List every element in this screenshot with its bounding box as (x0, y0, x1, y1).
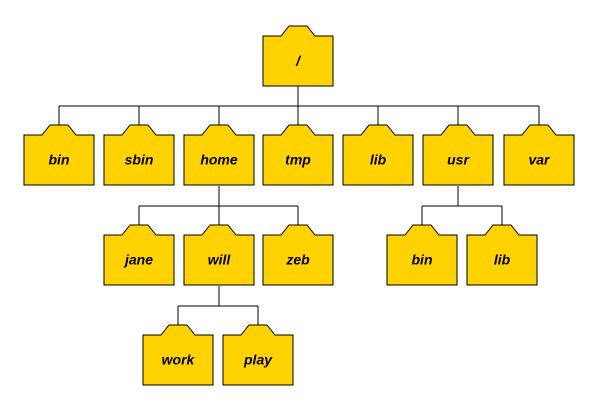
folder-icon (262, 25, 334, 87)
folder-icon (103, 224, 175, 286)
folder-label-usr: usr (447, 152, 470, 168)
folder-label-bin: bin (49, 152, 70, 168)
folder-zeb[interactable]: zeb (262, 224, 334, 286)
folder-label-work: work (162, 352, 196, 368)
folder-label-zeb: zeb (285, 252, 310, 268)
folder-bin[interactable]: bin (23, 124, 95, 186)
folder-icon (503, 124, 575, 186)
folder-icon (222, 324, 294, 386)
folder-label-tmp: tmp (285, 152, 311, 168)
folder-jane[interactable]: jane (103, 224, 175, 286)
folder-icon (342, 124, 414, 186)
folder-icon (142, 324, 214, 386)
folder-sbin[interactable]: sbin (103, 124, 175, 186)
connectors (58, 86, 540, 325)
folder-icon (183, 124, 255, 186)
folder-label-sbin: sbin (125, 152, 154, 168)
folder-var[interactable]: var (503, 124, 575, 186)
folder-root[interactable]: / (262, 25, 334, 87)
folder-usr-lib[interactable]: lib (466, 224, 538, 286)
folder-label-jane: jane (123, 252, 153, 268)
folder-play[interactable]: play (222, 324, 294, 386)
folder-label-play: play (243, 352, 273, 368)
folder-icon (262, 224, 334, 286)
folder-label-usr-lib: lib (494, 252, 511, 268)
folder-label-root: / (295, 53, 302, 69)
folder-usr-bin[interactable]: bin (386, 224, 458, 286)
folder-label-var: var (528, 152, 551, 168)
folder-will[interactable]: will (183, 224, 255, 286)
folder-label-will: will (208, 252, 232, 268)
folder-icon (103, 124, 175, 186)
folder-icon (466, 224, 538, 286)
folder-icon (183, 224, 255, 286)
folder-label-home: home (200, 152, 238, 168)
folder-work[interactable]: work (142, 324, 214, 386)
folder-lib[interactable]: lib (342, 124, 414, 186)
folder-tmp[interactable]: tmp (262, 124, 334, 186)
folder-home[interactable]: home (183, 124, 255, 186)
folder-icon (262, 124, 334, 186)
folder-usr[interactable]: usr (422, 124, 494, 186)
folder-icon (422, 124, 494, 186)
folder-icon (386, 224, 458, 286)
folder-icon (23, 124, 95, 186)
folder-label-lib: lib (370, 152, 387, 168)
folder-label-usr-bin: bin (412, 252, 433, 268)
